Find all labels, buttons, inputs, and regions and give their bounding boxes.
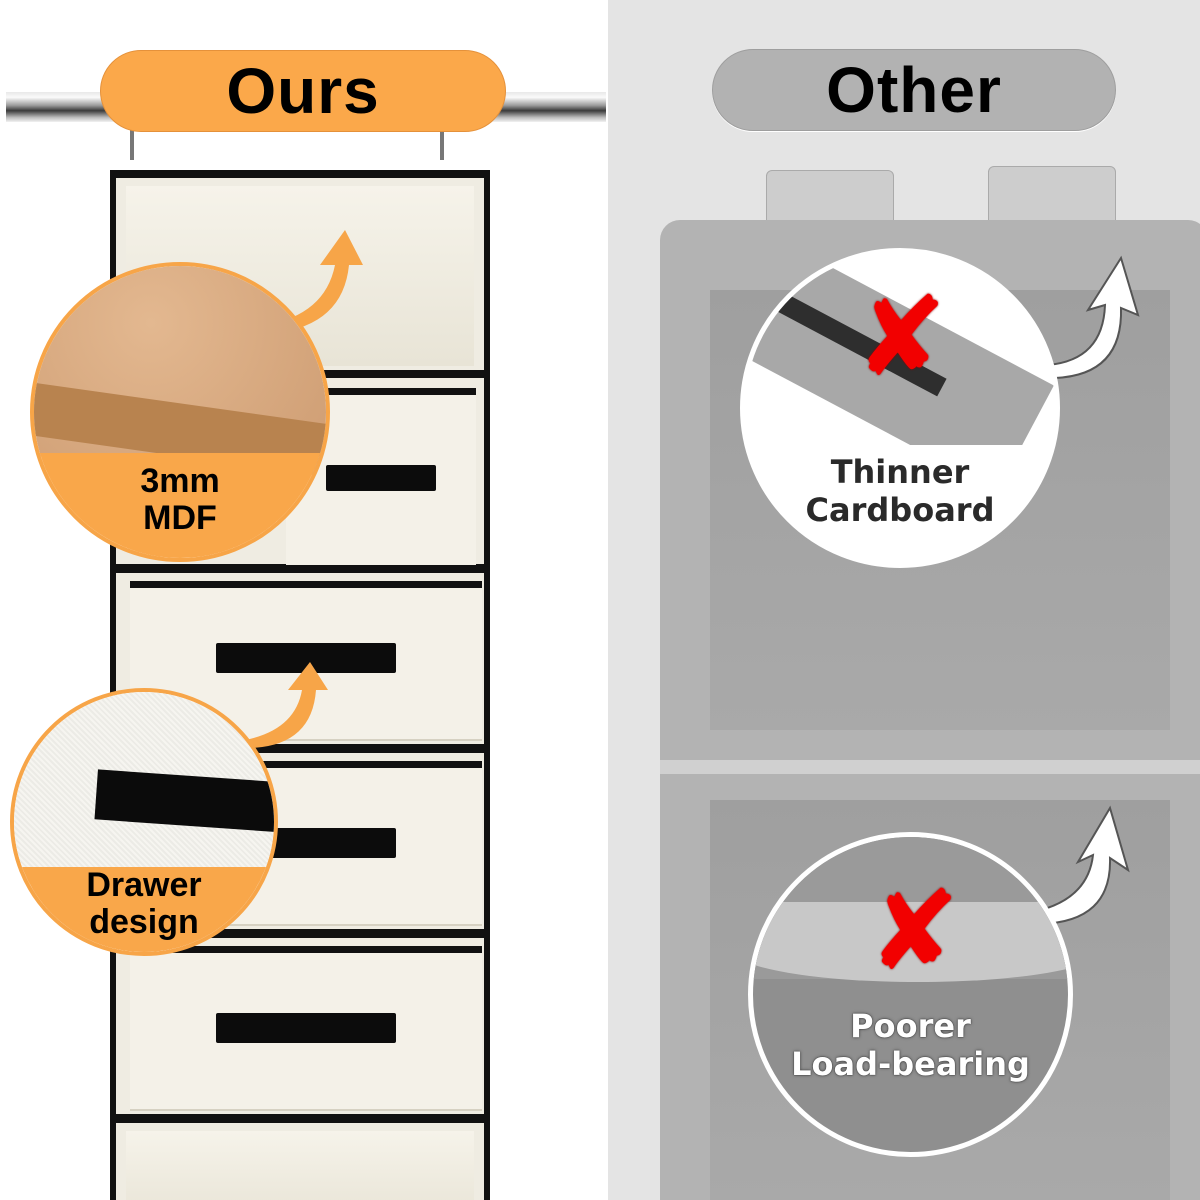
mdf-line-1: 3mm <box>140 462 220 500</box>
outline-curved-arrow-icon <box>1031 805 1130 926</box>
mdf-callout: 3mm MDF <box>30 262 330 562</box>
cardboard-callout: ✘ Thinner Cardboard <box>740 248 1060 568</box>
red-x-icon: ✘ <box>855 276 948 399</box>
mdf-line-2: MDF <box>143 499 217 537</box>
sagging-shelf-icon <box>753 902 1068 982</box>
shelf-divider <box>660 760 1200 774</box>
other-panel: Other ✘ Thinner Cardboard ✘ Poorer Load-… <box>608 0 1200 1200</box>
load-bearing-callout: ✘ Poorer Load-bearing <box>748 832 1073 1157</box>
cardboard-line-1: Thinner <box>830 453 970 491</box>
load-line-1: Poorer <box>850 1007 971 1045</box>
curved-arrow-icon <box>245 662 328 748</box>
curved-arrow-icon <box>265 230 363 333</box>
drawer-line-1: Drawer <box>86 866 202 904</box>
drawer-handle <box>216 1013 396 1043</box>
drawer-compartment <box>110 930 490 1120</box>
drawer-callout: Drawer design <box>10 688 278 956</box>
hook <box>130 110 134 160</box>
other-label: Other <box>712 49 1116 131</box>
load-line-2: Load-bearing <box>791 1045 1030 1083</box>
drawer-line-2: design <box>89 903 199 941</box>
drawer-handle <box>326 465 436 491</box>
cardboard-line-2: Cardboard <box>805 491 995 529</box>
drawer <box>130 946 482 1111</box>
ours-label: Ours <box>100 50 506 132</box>
red-x-icon: ✘ <box>868 870 961 993</box>
hook <box>440 110 444 160</box>
open-shelf <box>110 1115 490 1200</box>
outline-curved-arrow-icon <box>1046 255 1140 380</box>
ours-panel: Ours 3mm MDF Drawer design <box>6 50 606 1200</box>
